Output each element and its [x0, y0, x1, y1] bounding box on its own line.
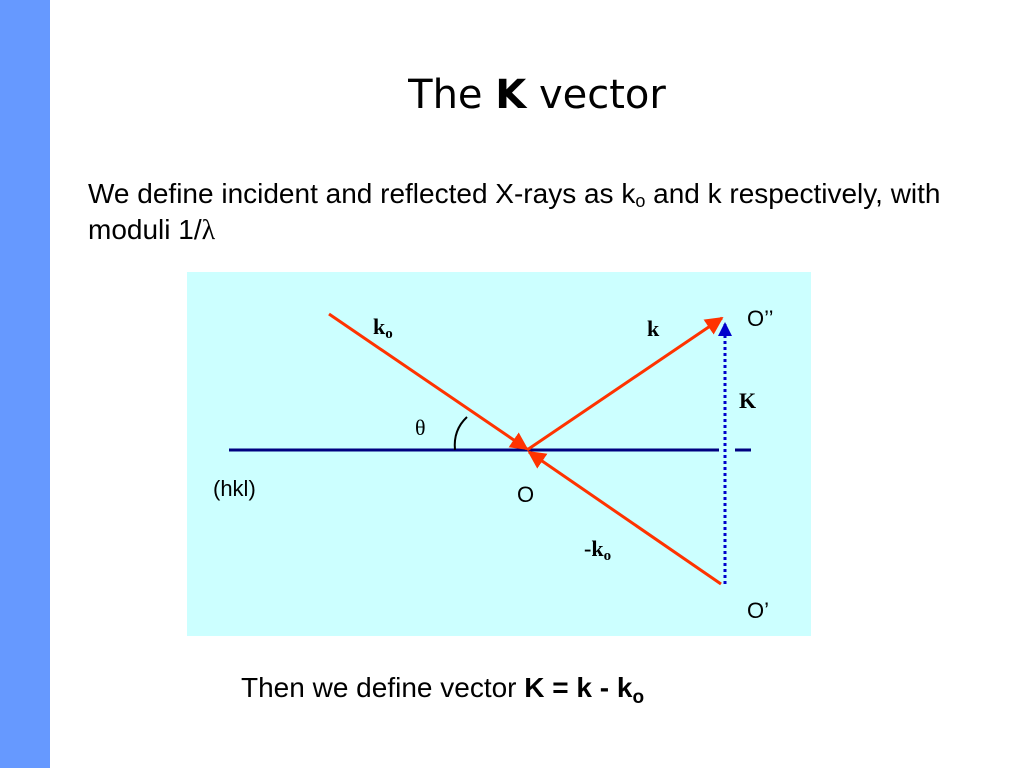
- negative-ko-ray: [527, 450, 722, 586]
- definition-caption: Then we define vector K = k - ko: [241, 672, 644, 707]
- para-text-2: and k respectively, with moduli 1/: [88, 178, 941, 245]
- label-K-vector: K: [739, 388, 756, 413]
- title-prefix: The: [408, 72, 496, 118]
- para-subscript-o: o: [635, 191, 646, 211]
- label-O-double-prime: O’’: [747, 306, 774, 331]
- incident-ray-ko: [328, 312, 529, 451]
- theta-arc: [453, 416, 468, 451]
- reflected-ray-k: [526, 316, 724, 452]
- slide-title: The K vector: [50, 72, 1024, 118]
- title-bold-k: K: [495, 72, 527, 118]
- label-origin-O: O: [517, 482, 534, 507]
- label-O-prime: O’: [747, 598, 769, 623]
- label-ko: ko: [373, 314, 393, 342]
- caption-equation: K = k - k: [524, 672, 633, 703]
- diffraction-diagram: ko k K θ (hkl) O O’’ O’ -ko: [187, 272, 811, 636]
- K-vector-arrowhead: [718, 322, 732, 336]
- caption-text: Then we define vector: [241, 672, 525, 703]
- title-suffix: vector: [526, 72, 666, 118]
- definition-paragraph: We define incident and reflected X-rays …: [88, 176, 968, 249]
- diagram-svg: ko k K θ (hkl) O O’’ O’ -ko: [213, 306, 774, 623]
- left-accent-bar: [0, 0, 50, 768]
- caption-subscript-o: o: [632, 687, 645, 708]
- lambda-symbol: λ: [201, 215, 216, 246]
- label-k: k: [647, 316, 660, 341]
- label-hkl: (hkl): [213, 476, 256, 501]
- para-text-1: We define incident and reflected X-rays …: [88, 178, 636, 209]
- label-theta: θ: [415, 415, 426, 440]
- label-negative-ko: -ko: [584, 536, 611, 564]
